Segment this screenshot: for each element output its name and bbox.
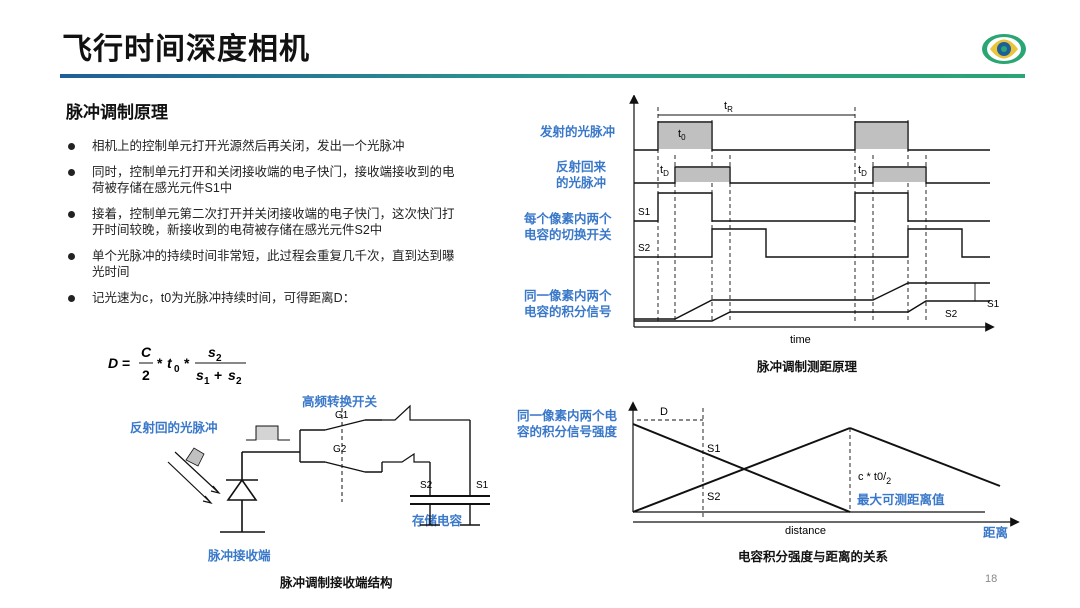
incoming-light-arrows [167,451,221,505]
label-high-freq-switch: 高频转换开关 [302,394,378,409]
label-t0: t0 [678,128,686,142]
svg-text:1: 1 [204,376,210,387]
label-tD-2: tD [858,164,867,178]
capacitor-s1-icon [450,495,490,505]
bullet-list: 相机上的控制单元打开光源然后再关闭，发出一个光脉冲 同时，控制单元打开和关闭接收… [66,138,466,316]
section-title: 脉冲调制原理 [66,103,168,122]
label-s2-capacitor: S2 [420,480,433,491]
timing-diagram: 发射的光脉冲 反射回来 的光脉冲 每个像素内两个 电容的切换开关 同一像素内两个… [524,95,1000,346]
label-integral-2: 电容的积分信号 [524,304,612,319]
distance-intensity-chart: 同一像素内两个电 容的积分信号强度 D distance 距离 S1 S2 c … [516,401,1020,540]
label-switch-1: 每个像素内两个 [524,211,612,226]
svg-text:s: s [228,367,236,383]
capacitor-s2-icon [410,495,450,505]
reflected-pulse-line [634,166,990,184]
svg-text:0: 0 [174,364,180,375]
s1-integral-line [634,282,990,320]
pulse-shape [246,425,290,441]
label-max-distance: 最大可测距离值 [857,492,945,507]
emitted-pulse-line [634,121,990,151]
timing-diagram-caption: 脉冲调制测距原理 [757,360,858,374]
s2-switch-line [634,228,990,258]
reflected-pulse-2 [874,168,925,182]
eye-logo-icon [982,34,1026,64]
page-number: 18 [985,573,998,585]
s2-integral-line [634,300,990,322]
circuit-diagram-caption: 脉冲调制接收端结构 [280,576,393,590]
label-tD-1: tD [660,164,669,178]
label-g2: G2 [333,444,347,455]
chart-xlabel: distance [785,525,826,537]
label-s2-switch: S2 [638,243,651,254]
receiver-circuit-diagram: 高频转换开关 反射回的光脉冲 脉冲接收端 存储电容 G1 G2 S2 S1 [130,394,490,563]
label-reflected-pulse-1: 反射回来 [556,159,607,174]
distance-formula: D = C 2 * t 0 * s 2 s 1 + s 2 [108,344,246,387]
label-s1-capacitor: S1 [476,480,489,491]
bullet-item: 同时，控制单元打开和关闭接收端的电子快门，接收端接收到的电荷被存储在感光元件S1… [66,164,466,196]
photon-packet [185,447,205,467]
bullet-item: 记光速为c，t0为光脉冲持续时间，可得距离D： [66,290,466,306]
label-emitted-pulse: 发射的光脉冲 [539,124,615,139]
bullet-item: 相机上的控制单元打开光源然后再关闭，发出一个光脉冲 [66,138,466,154]
formula-c: C [141,344,152,360]
emitted-pulse-2 [856,123,907,149]
svg-text:s: s [196,367,204,383]
reflected-pulse-1 [676,168,729,182]
svg-text:*: * [157,355,163,371]
label-s1-curve: S1 [707,443,720,455]
svg-text:=: = [122,355,130,371]
label-d: D [660,406,668,418]
label-receiver: 脉冲接收端 [207,548,271,563]
svg-text:s: s [208,344,216,360]
label-reflected-pulse-2: 的光脉冲 [556,175,606,190]
s2-line [632,427,851,513]
formula-two: 2 [142,367,150,383]
label-switch-2: 电容的切换开关 [524,227,612,242]
svg-text:2: 2 [236,376,242,387]
chart-xlabel-cn: 距离 [983,525,1008,540]
label-integral-1: 同一像素内两个 [524,288,612,303]
bullet-item: 接着，控制单元第二次打开并关闭接收端的电子快门，这次快门打开时间较晚，新接收到的… [66,206,466,238]
label-tR: tR [724,100,733,114]
photodiode-icon [220,452,265,533]
chart-ylabel-1: 同一像素内两个电 [517,408,618,423]
formula-t: t [167,355,173,371]
page-title: 飞行时间深度相机 [62,33,310,66]
svg-text:2: 2 [216,353,222,364]
title-divider [60,74,1025,78]
label-s2-curve: S2 [707,491,720,503]
svg-text:*: * [184,355,190,371]
label-s2-integral: S2 [945,309,958,320]
svg-text:+: + [214,367,222,383]
s2-decay-line [849,427,1001,487]
label-reflected-pulse: 反射回的光脉冲 [130,420,218,435]
s1-line [632,423,851,513]
chart-ylabel-2: 容的积分信号强度 [516,424,618,439]
label-storage-capacitor: 存储电容 [411,513,463,528]
switch-g1 [324,419,366,431]
bullet-item: 单个光脉冲的持续时间非常短，此过程会重复几千次，直到达到曝光时间 [66,248,466,280]
formula-d: D [108,355,118,371]
emitted-pulse-1 [659,123,711,149]
label-ct0: c * t0/2 [858,471,891,486]
label-s1-switch: S1 [638,207,651,218]
s1-switch-line [634,192,990,222]
label-s1-integral: S1 [987,299,1000,310]
time-axis-label: time [790,334,811,346]
distance-chart-caption: 电容积分强度与距离的关系 [738,550,889,564]
switch-g2 [324,461,366,473]
